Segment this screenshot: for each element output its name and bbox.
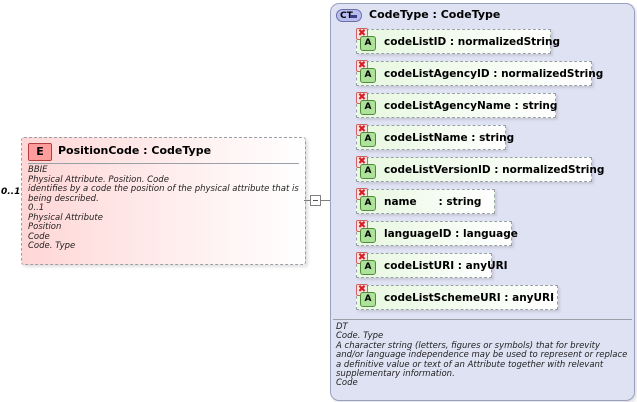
attribute-codelistname[interactable]: ✖ A codeListName : string: [356, 124, 514, 150]
attribute-label: languageID : language: [384, 228, 518, 240]
doc-line: identifies by a code the position of the…: [28, 184, 299, 204]
connector-line: [304, 200, 311, 201]
doc-line: Code. Type: [336, 331, 384, 342]
doc-line: Position: [28, 222, 62, 232]
element-header: E PositionCode : CodeType: [28, 143, 299, 161]
attribute-codelistversionid[interactable]: ✖ A codeListVersionID : normalizedString: [356, 156, 604, 182]
doc-line: BBIE: [28, 165, 48, 175]
doc-line: 0..1: [28, 203, 45, 213]
element-documentation: BBIE Physical Attribute. Position. Code …: [28, 165, 303, 252]
element-positioncode[interactable]: E PositionCode : CodeType BBIE Physical …: [21, 137, 306, 265]
attribute-codelistagencyid[interactable]: ✖ A codeListAgencyID : normalizedString: [356, 60, 603, 86]
attribute-languageid[interactable]: ✖ A languageID : language: [356, 220, 518, 246]
attribute-icon: A: [360, 228, 376, 243]
complex-type-documentation: DT Code. Type A character string (letter…: [336, 322, 630, 389]
attribute-codelisturi[interactable]: ✖ A codeListURI : anyURI: [356, 252, 508, 278]
doc-line: Physical Attribute. Position. Code: [28, 174, 169, 185]
attribute-icon: A: [360, 68, 376, 83]
element-title: PositionCode : CodeType: [58, 144, 212, 157]
attribute-label: codeListID : normalizedString: [384, 36, 560, 48]
cardinality-label: 0..1: [1, 187, 21, 197]
attribute-codelistagencyname[interactable]: ✖ A codeListAgencyName : string: [356, 92, 558, 118]
attribute-codelistschemeuri[interactable]: ✖ A codeListSchemeURI : anyURI: [356, 284, 558, 310]
complex-type-divider: [333, 319, 632, 320]
attribute-icon: A: [360, 164, 376, 179]
doc-line: Code: [336, 378, 358, 389]
attribute-name[interactable]: ✖ A name : string: [356, 188, 495, 214]
attribute-label: codeListURI : anyURI: [384, 260, 508, 272]
attribute-label: codeListVersionID : normalizedString: [384, 164, 605, 176]
attribute-icon: A: [360, 260, 376, 275]
element-divider: [28, 163, 299, 164]
attribute-label: name : string: [384, 196, 482, 208]
complex-type-codetype[interactable]: CT CodeType : CodeType ✖ A codeListID : …: [330, 3, 635, 401]
doc-line: Code: [28, 231, 50, 242]
complex-type-badge-bar: [350, 15, 357, 18]
attribute-icon: A: [360, 132, 376, 147]
attribute-icon: A: [360, 36, 376, 51]
doc-line: Physical Attribute: [28, 212, 103, 223]
attribute-icon: A: [360, 100, 376, 115]
attribute-icon: A: [360, 196, 376, 211]
complex-type-title: CodeType : CodeType: [369, 8, 501, 21]
attribute-icon: A: [360, 292, 376, 307]
doc-line: Code. Type: [28, 241, 76, 251]
complex-type-badge-text: CT: [340, 11, 353, 21]
doc-line: A character string (letters, figures or …: [336, 340, 628, 380]
attribute-label: codeListSchemeURI : anyURI: [384, 292, 555, 304]
complex-type-icon: CT: [336, 9, 362, 22]
attribute-codelistid[interactable]: ✖ A codeListID : normalizedString: [356, 28, 560, 54]
attribute-label: codeListName : string: [384, 132, 515, 144]
element-icon: E: [28, 143, 52, 161]
attribute-label: codeListAgencyID : normalizedString: [384, 68, 604, 80]
doc-line: DT: [336, 322, 348, 332]
connector-line: [320, 200, 330, 201]
attribute-label: codeListAgencyName : string: [384, 100, 558, 112]
